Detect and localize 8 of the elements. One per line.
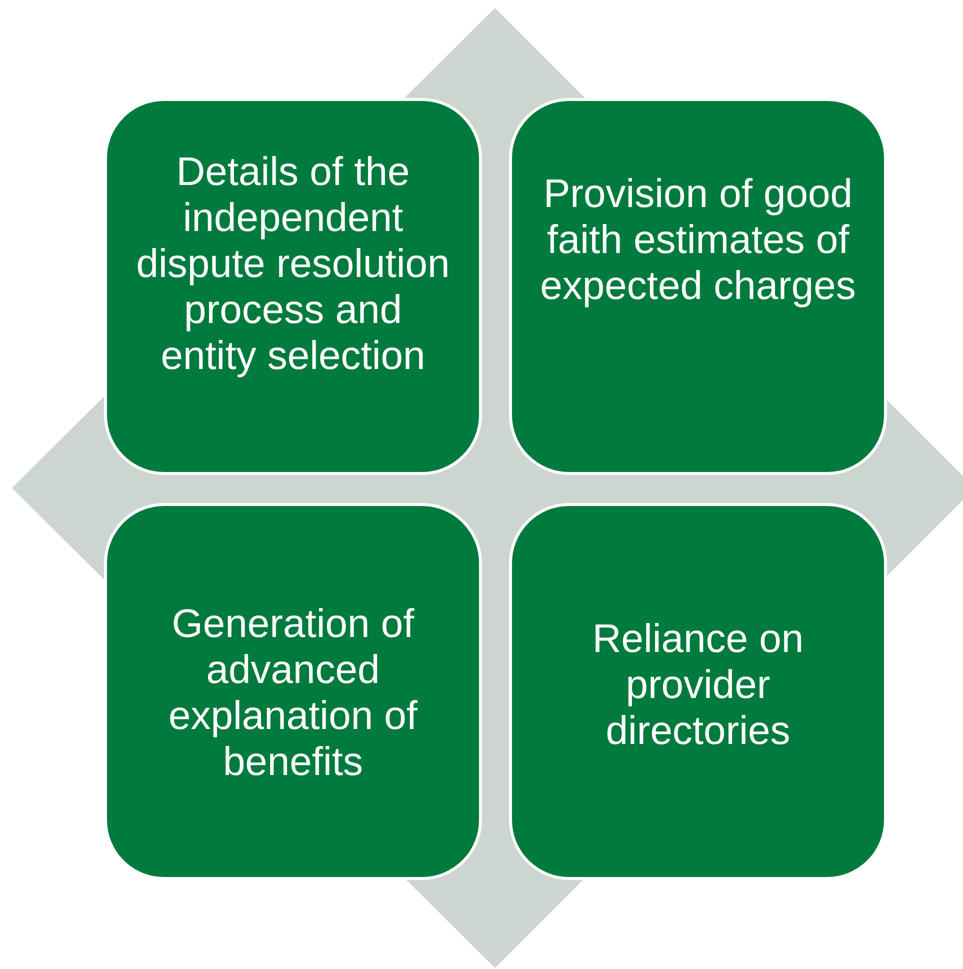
rounded-box xyxy=(509,98,887,475)
box-text: Reliance on provider directories xyxy=(591,616,805,754)
box-text: Provision of good faith estimates of expected charges xyxy=(539,171,857,309)
rounded-box xyxy=(509,503,887,880)
box-text: Generation of advanced explanation of benefits xyxy=(167,601,419,785)
rounded-box xyxy=(104,503,482,880)
rounded-box xyxy=(104,98,482,475)
box-text: Details of the independent dispute resolution process and entity selection xyxy=(135,149,451,379)
